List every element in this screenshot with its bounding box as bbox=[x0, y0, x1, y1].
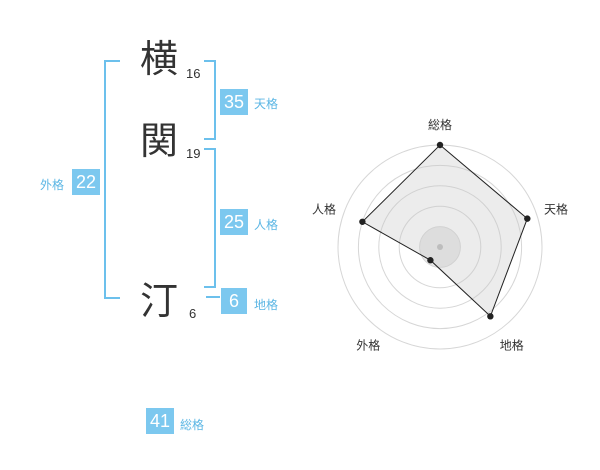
stroke-count-3: 6 bbox=[189, 306, 197, 321]
radar-axis-label: 天格 bbox=[544, 201, 568, 216]
chikaku-label: 地格 bbox=[254, 298, 279, 312]
character-3: 汀 bbox=[140, 279, 179, 323]
radar-point-4 bbox=[427, 257, 434, 264]
soukaku-value: 41 bbox=[146, 408, 174, 434]
radar-point-1 bbox=[436, 141, 444, 149]
jinkaku-label: 人格 bbox=[254, 218, 279, 232]
radar-axis-label: 総格 bbox=[428, 117, 452, 132]
radar-ring bbox=[398, 205, 482, 289]
gaikaku-bracket bbox=[104, 60, 120, 299]
radar-ring bbox=[357, 164, 523, 330]
radar-axis-label: 地格 bbox=[500, 338, 524, 353]
character-2: 関 bbox=[140, 119, 179, 163]
radar-point-3 bbox=[487, 313, 494, 320]
gaikaku-value: 22 bbox=[72, 169, 100, 195]
radar-polygon bbox=[361, 144, 528, 318]
radar-axis-label: 外格 bbox=[356, 338, 380, 353]
gaikaku-label: 外格 bbox=[40, 178, 65, 192]
radar-point-5 bbox=[359, 218, 366, 225]
chikaku-connector bbox=[206, 296, 220, 298]
radar-center bbox=[437, 244, 443, 250]
radar-point-2 bbox=[524, 215, 531, 222]
radar-axis-label: 人格 bbox=[312, 201, 336, 216]
jinkaku-value: 25 bbox=[220, 209, 248, 235]
soukaku-label: 総格 bbox=[180, 418, 205, 432]
stroke-count-1: 16 bbox=[186, 66, 201, 81]
tenkaku-bracket bbox=[204, 60, 216, 140]
tenkaku-label: 天格 bbox=[254, 97, 279, 111]
jinkaku-bracket bbox=[204, 148, 216, 288]
character-1: 横 bbox=[140, 37, 179, 81]
stroke-count-2: 19 bbox=[186, 146, 201, 161]
tenkaku-value: 35 bbox=[220, 89, 248, 115]
chikaku-value: 6 bbox=[221, 288, 247, 314]
radar-ring bbox=[378, 185, 502, 309]
